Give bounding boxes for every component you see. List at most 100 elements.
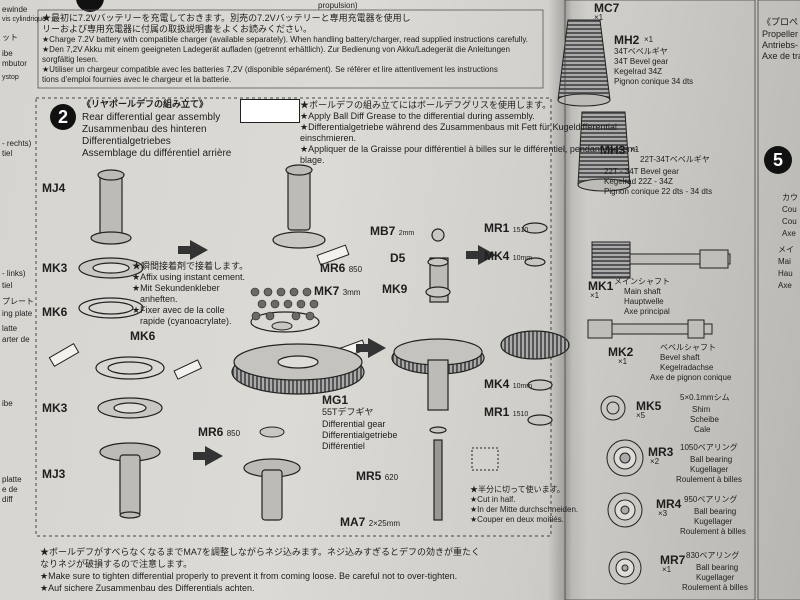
part-name-de: Kegelradachse: [660, 363, 714, 372]
margin-text: ibe: [2, 399, 13, 408]
part-name-fr: Cale: [694, 425, 711, 434]
margin-text: platte: [2, 475, 22, 484]
label-mk3: MK3: [42, 401, 68, 415]
mh2-bevel-gear: [557, 19, 611, 107]
next-step-title-en: Propeller: [762, 29, 799, 39]
next-step-side: Axe: [782, 229, 796, 238]
label-mj3: MJ3: [42, 467, 66, 481]
flow-arrow: [193, 446, 223, 466]
step-title-de: Zusammenbau des hinteren: [82, 124, 207, 135]
label-mr6: MR6 850: [320, 261, 363, 275]
cement-note-jp: ★瞬間接着剤で接着します。: [132, 261, 249, 271]
margin-text: diff: [2, 495, 13, 504]
mk3-part-top: [78, 257, 144, 279]
label-mr1: MR1 1510: [484, 405, 529, 419]
part-qty: ×5: [636, 411, 646, 420]
margin-text: arter de: [2, 335, 30, 344]
mg1-de: Differentialgetriebe: [322, 430, 398, 440]
margin-text: mbutor: [2, 59, 27, 68]
step-1-badge: [76, 0, 104, 12]
mk2-bevel-shaft: [587, 319, 713, 339]
flow-arrow: [178, 240, 208, 260]
part-name-jp: 22T-34Tベベルギヤ: [640, 155, 710, 164]
part-name-de: Kugellager: [696, 573, 735, 582]
part-qty: ×2: [650, 457, 660, 466]
glue-tube-left-2: [173, 359, 203, 380]
final-gear-assembly: [500, 222, 570, 426]
cement-note-en: ★Affix using instant cement.: [132, 272, 245, 282]
bottom-note: ★Auf sichere Zusammenbau des Differentia…: [40, 583, 255, 593]
label-d5: D5: [390, 251, 406, 265]
warning-line: ★最初に7.2Vバッテリーを充電しておきます。別売の7.2Vバッテリーと専用充電…: [42, 13, 411, 23]
part-name-en: Shim: [692, 405, 711, 414]
cut-note-de: ★In der Mitte durchschneiden.: [470, 505, 579, 514]
part-name-en: Ball bearing: [696, 563, 739, 572]
label-mk4: MK4 10mm: [484, 377, 533, 391]
label-mk4: MK4 10mm: [484, 249, 533, 263]
part-name-de: Scheibe: [690, 415, 719, 424]
next-step-title-jp: 《プロペ: [762, 17, 799, 27]
glue-tube-left: [48, 342, 80, 368]
part-name-de: Kegelrad 22Z - 34Z: [604, 177, 673, 186]
cut-note-en: ★Cut in half.: [470, 495, 516, 504]
cement-note-de: ★Mit Sekundenkleber: [132, 283, 220, 293]
next-step-side: Hau: [778, 269, 793, 278]
part-code: MK2: [608, 345, 634, 359]
warning-line: ★Den 7,2V Akku mit einem geeigneten Lade…: [42, 45, 510, 54]
part-code: MK1: [588, 279, 614, 293]
grease-tube-icon: [240, 99, 300, 123]
grease-note-de: ★Differentialgetriebe während des Zusamm…: [300, 122, 617, 132]
label-mj4: MJ4: [42, 181, 66, 195]
grease-note-fr2: blage.: [300, 155, 325, 165]
part-code: MH3: [600, 143, 626, 157]
margin-text: vis cylindrique: [2, 16, 46, 23]
margin-text: ystop: [2, 74, 19, 81]
step-2-frame: [35, 97, 552, 537]
margin-text: ット: [2, 33, 18, 42]
flow-arrow: [466, 245, 496, 265]
right-gear-assembly: [391, 228, 485, 521]
label-mb7: MB7 2mm: [370, 224, 415, 238]
part-qty: ×1: [630, 145, 640, 154]
warning-line: ★Utiliser un chargeur compatible avec le…: [42, 65, 498, 74]
next-step-side: Cou: [782, 217, 797, 226]
part-qty: ×1: [662, 565, 672, 574]
part-qty: ×3: [658, 509, 668, 518]
mk7-balls: [250, 287, 319, 321]
mr6-bearing-lower: [259, 426, 285, 438]
mr7-bearing: [608, 551, 642, 585]
mg1-gear-assembly: [231, 164, 365, 395]
margin-text: tiel: [2, 149, 13, 158]
step-5-badge: 5: [764, 146, 792, 174]
grease-note-fr: ★Appliquer de la Graisse pour différenti…: [300, 144, 639, 154]
part-name-fr: Roulement à billes: [682, 583, 748, 592]
margin-text: tiel: [2, 281, 13, 290]
part-code: MH2: [614, 33, 640, 47]
label-mg1: MG1: [322, 393, 349, 407]
warning-line: sorgfältig lesen.: [42, 55, 99, 64]
mg1-jp: 55Tデフギヤ: [322, 407, 374, 417]
bottom-note: ★ボールデフがすべらなくなるまでMA7を調整しながらネジ込みます。ネジ込みすぎる…: [40, 547, 480, 557]
part-name-fr: Pignon conique 34 dts: [614, 77, 694, 86]
mr3-bearing: [606, 439, 644, 477]
part-name-de: Kugellager: [694, 517, 733, 526]
header-fragment: propulsion): [318, 1, 358, 10]
part-name-fr: Axe de pignon conique: [650, 373, 732, 382]
part-qty: ×1: [590, 291, 600, 300]
margin-text: latte: [2, 324, 18, 333]
part-name-de: Kegelrad 34Z: [614, 67, 663, 76]
mr6-bearing-top: [271, 321, 293, 331]
step-title-fr: Assemblage du différentiel arrière: [82, 148, 232, 159]
part-name-en: Ball bearing: [694, 507, 737, 516]
margin-text: e de: [2, 485, 18, 494]
part-name-jp: 34Tベベルギヤ: [614, 47, 668, 56]
label-mr6: MR6 850: [198, 425, 241, 439]
part-name-jp: メインシャフト: [614, 277, 670, 286]
bottom-note: なりネジが破損するので注意します。: [40, 559, 193, 569]
grease-note-de2: einschmieren.: [300, 133, 357, 143]
mj3-lower-part: [243, 458, 301, 521]
part-qty: ×1: [594, 13, 604, 22]
part-code: MR3: [648, 445, 674, 459]
